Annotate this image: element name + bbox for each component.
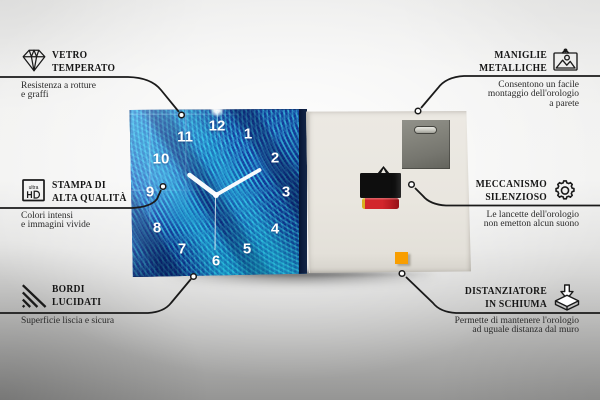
svg-text:ultra: ultra: [28, 185, 38, 191]
